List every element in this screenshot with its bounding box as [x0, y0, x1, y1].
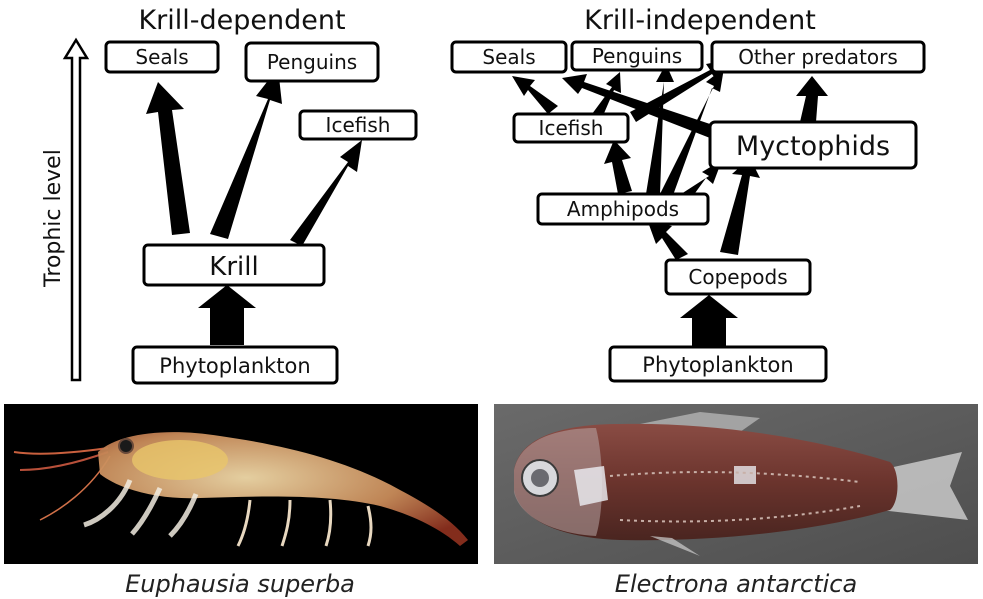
node-phytoplankton-right: Phytoplankton — [610, 347, 826, 381]
node-label: Amphipods — [567, 197, 679, 221]
arrow-krill-to-seals — [146, 82, 190, 235]
node-krill-left: Krill — [144, 245, 324, 285]
node-other-predators: Other predators — [712, 42, 924, 72]
node-label: Icefish — [326, 113, 391, 137]
arrow-phyto-to-krill — [198, 285, 256, 345]
node-icefish-left: Icefish — [300, 111, 416, 139]
arrow-icefish-to-seals — [512, 76, 558, 114]
node-label: Other predators — [738, 45, 898, 69]
node-myctophids: Myctophids — [710, 122, 916, 168]
node-label: Phytoplankton — [642, 353, 793, 377]
node-penguins-right: Penguins — [572, 42, 702, 70]
arrow-phyto-to-copepods — [680, 295, 738, 346]
arrow-amphipods-to-icefish — [604, 140, 632, 194]
node-amphipods: Amphipods — [538, 194, 708, 224]
node-label: Myctophids — [736, 131, 890, 162]
node-label: Icefish — [539, 116, 604, 140]
node-label: Seals — [135, 45, 188, 69]
node-icefish-right: Icefish — [514, 114, 628, 142]
node-phytoplankton-left: Phytoplankton — [133, 347, 337, 383]
title-krill-dependent: Krill-dependent — [138, 5, 345, 36]
node-copepods: Copepods — [666, 260, 810, 294]
arrow-copepods-to-myctophids — [720, 158, 760, 255]
krill-photo — [4, 404, 478, 564]
arrow-krill-to-penguins — [210, 68, 282, 239]
arrow-myctophids-to-other — [796, 76, 828, 122]
node-label: Krill — [209, 252, 258, 282]
caption-euphausia-superba: Euphausia superba — [125, 570, 355, 598]
node-label: Phytoplankton — [159, 354, 310, 378]
node-label: Copepods — [688, 265, 787, 289]
node-label: Penguins — [592, 44, 682, 68]
title-krill-independent: Krill-independent — [584, 5, 816, 36]
caption-electrona-antarctica: Electrona antarctica — [615, 570, 857, 598]
arrow-krill-to-icefish — [290, 140, 362, 246]
node-seals-right: Seals — [452, 42, 566, 72]
trophic-level-arrow — [65, 40, 87, 380]
node-label: Penguins — [267, 50, 357, 74]
node-label: Seals — [482, 45, 535, 69]
arrow-copepods-to-amphipods — [648, 222, 688, 260]
node-seals-left: Seals — [106, 42, 218, 72]
trophic-level-label: Trophic level — [41, 149, 66, 288]
node-penguins-left: Penguins — [246, 43, 378, 81]
fish-photo — [494, 404, 978, 564]
